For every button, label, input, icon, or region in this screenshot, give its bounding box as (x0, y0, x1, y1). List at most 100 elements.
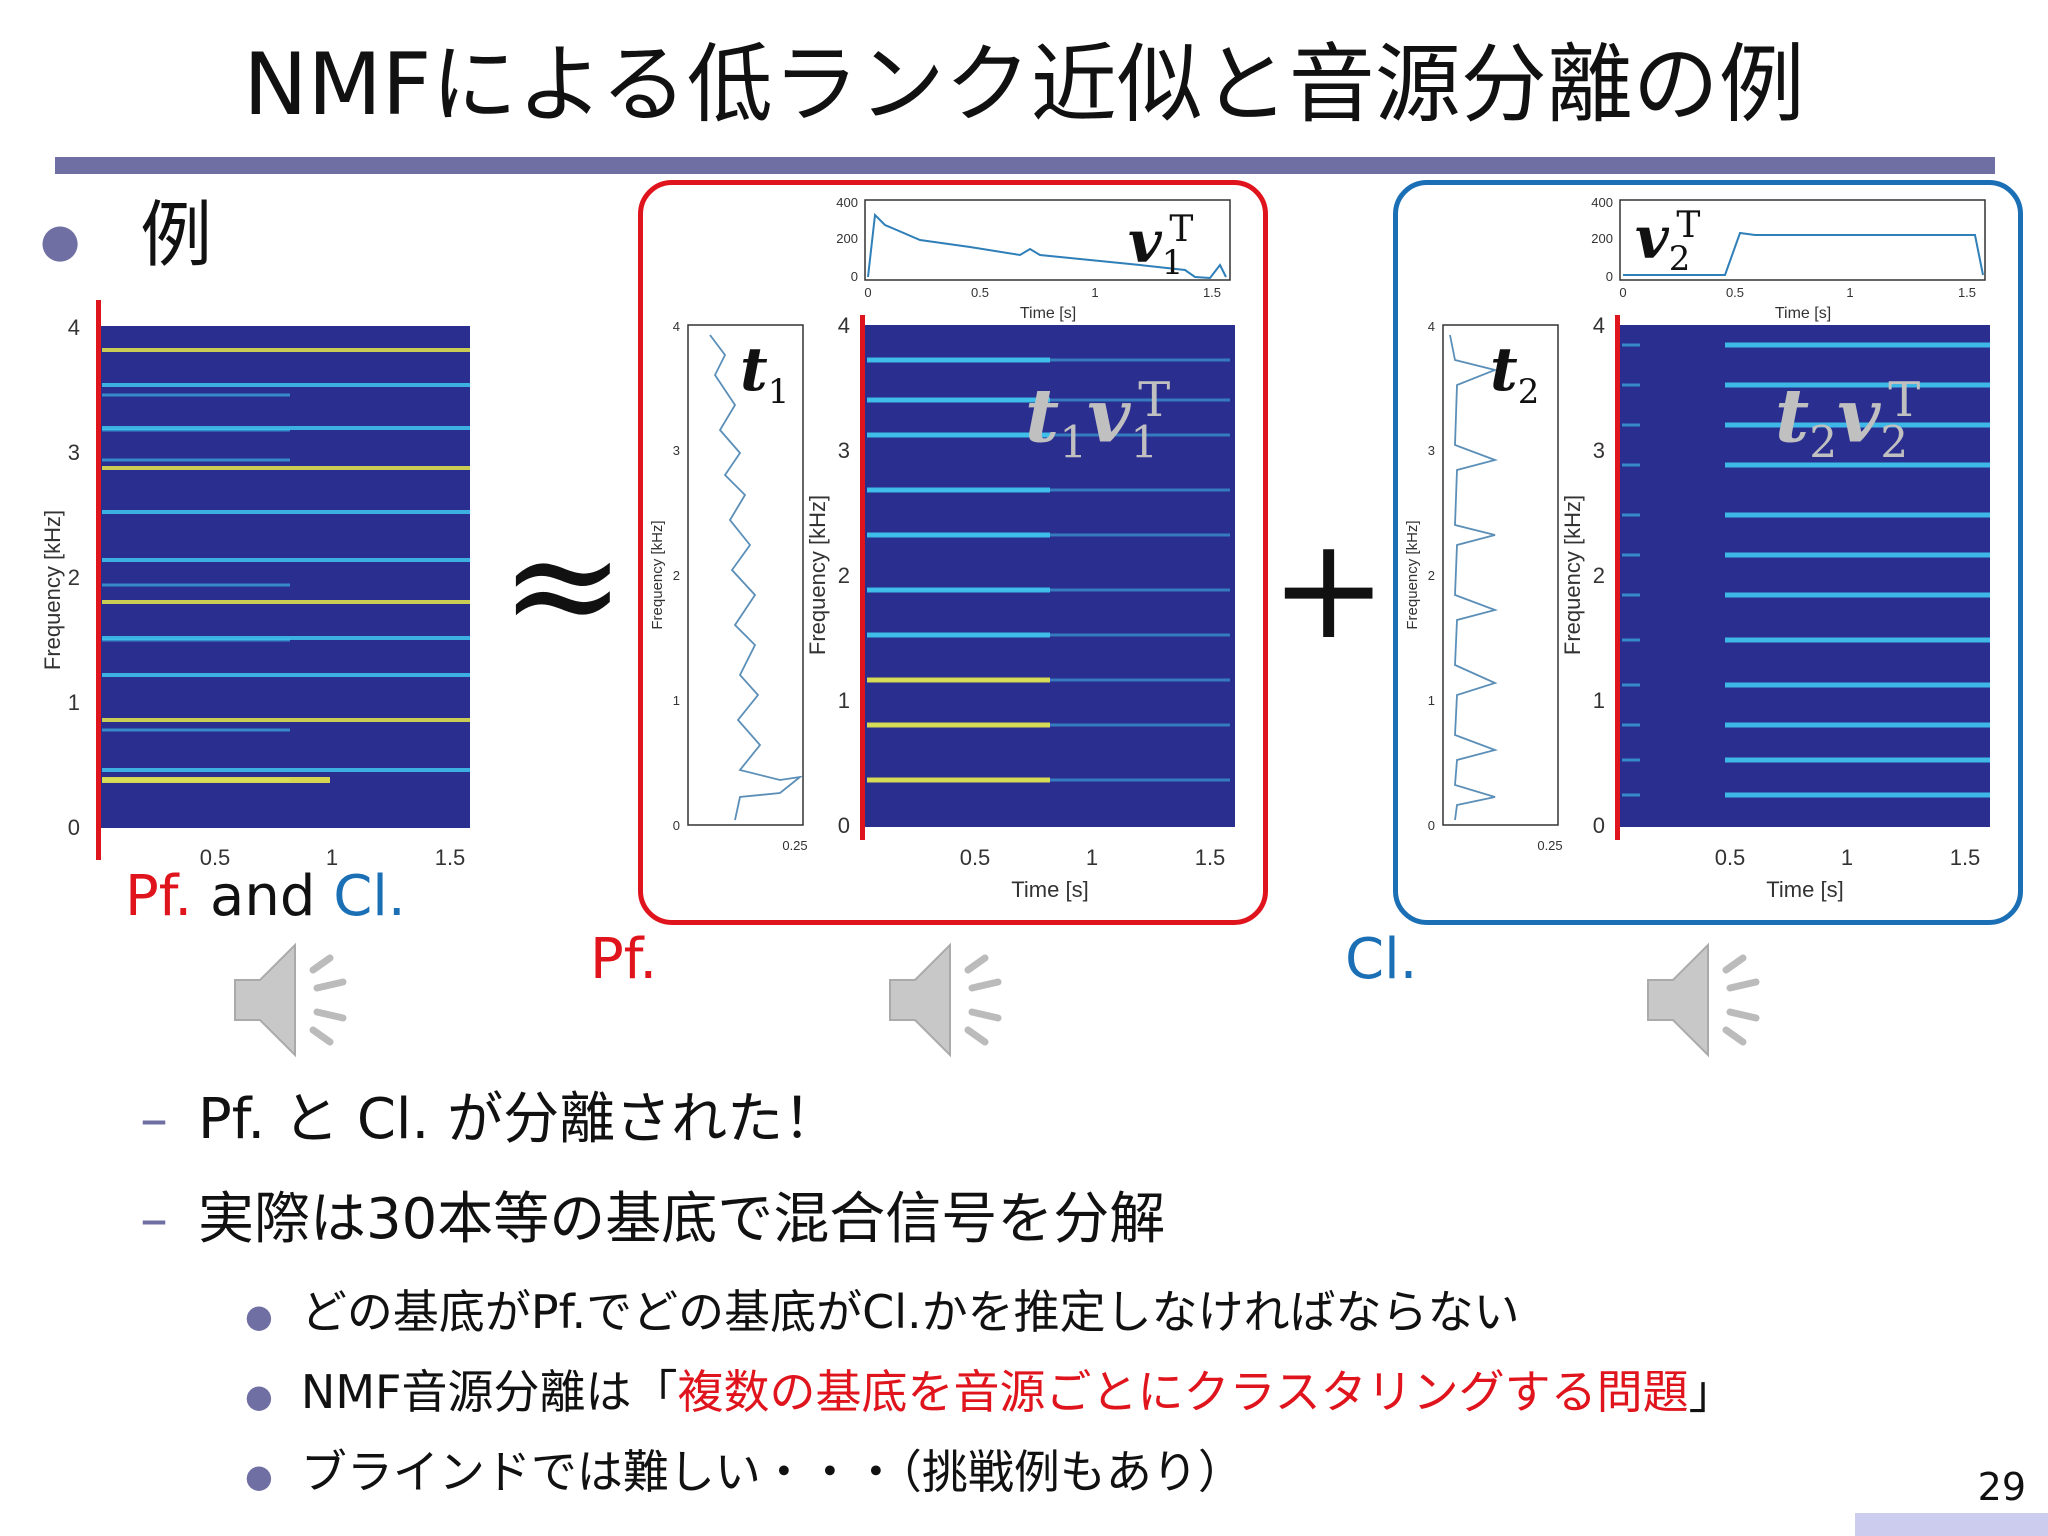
basis-ytick: 0 (673, 818, 680, 833)
basis-ytick: 2 (673, 568, 680, 583)
subsub-bullet-text: NMF音源分離は「 (300, 1365, 678, 1419)
harmonic-line (867, 357, 1050, 363)
subsub-bullet-text: 」 (1688, 1365, 1735, 1419)
mixture-yticks: 0 1 2 3 4 (68, 315, 80, 840)
plus-symbol: + (1270, 508, 1388, 671)
bullet-dot-icon: ● (40, 213, 81, 268)
cl-spec-xlabel: Time [s] (1766, 877, 1843, 902)
harmonic-line (1725, 682, 1990, 688)
cl-activation-axes (1619, 199, 1986, 281)
harmonic-line (867, 722, 1050, 728)
math-v: v (1087, 373, 1131, 460)
ytick: 3 (68, 440, 80, 465)
cl-basis-label: t2 (1490, 340, 1539, 422)
act-xtick: 0.5 (1726, 285, 1744, 300)
spec-ytick: 1 (838, 688, 850, 713)
act-ytick: 0 (851, 269, 858, 284)
basis-xtick: 0.25 (1537, 838, 1562, 853)
pf-basis-curve (709, 334, 804, 821)
harmonic-line (1622, 793, 1640, 797)
math-t: t (1025, 373, 1060, 460)
pf-activation-label: v1T (1128, 200, 1193, 293)
act-ytick: 0 (1606, 269, 1613, 284)
harmonic-line (867, 777, 1050, 783)
xtick: 0.5 (200, 845, 231, 870)
harmonic-line (102, 728, 290, 732)
math-sub: 2 (1668, 238, 1691, 279)
harmonic-line (102, 718, 470, 722)
basis-ylabel: Frequency [kHz] (1404, 520, 1421, 629)
math-v: v (1635, 203, 1669, 272)
harmonic-line (867, 632, 1050, 638)
harmonic-line (102, 777, 330, 783)
ytick: 0 (68, 815, 80, 840)
act-ytick: 400 (836, 195, 858, 210)
pf-spec-bg (865, 325, 1235, 827)
harmonic-line (1622, 343, 1640, 347)
spec-xtick: 0.5 (1715, 845, 1746, 870)
harmonic-line (102, 600, 470, 604)
spec-ytick: 0 (838, 813, 850, 838)
basis-ytick: 1 (673, 693, 680, 708)
harmonic-line (867, 532, 1050, 538)
math-t: t (1775, 373, 1810, 460)
basis-ylabel: Frequency [kHz] (649, 520, 666, 629)
harmonic-line (102, 636, 470, 640)
spec-xtick: 1.5 (1950, 845, 1981, 870)
harmonic-line (1622, 423, 1640, 427)
mixture-label-pf: Pf. (125, 864, 193, 929)
math-sup: T (1888, 372, 1921, 428)
harmonic-line (1725, 592, 1990, 598)
act-ytick: 200 (1591, 231, 1613, 246)
ytick: 2 (68, 565, 80, 590)
harmonic-line (102, 393, 290, 397)
pf-basis-axes (687, 324, 804, 826)
spec-ytick: 2 (1593, 563, 1605, 588)
main-bullet: ●例 (40, 190, 212, 285)
sub-bullet-text: 実際は30本等の基底で混合信号を分解 (198, 1187, 1166, 1252)
harmonic-line (867, 397, 1050, 403)
harmonic-line (867, 677, 1050, 683)
math-v: v (1128, 207, 1162, 276)
basis-ytick: 3 (673, 443, 680, 458)
math-t: t (740, 335, 768, 405)
bullet-dot-icon: ● (245, 1456, 273, 1495)
bullet-dot-icon: ● (245, 1376, 273, 1415)
basis-ytick: 4 (673, 319, 680, 334)
harmonic-line (867, 487, 1050, 493)
cl-product-label: t2v2T (1775, 360, 1920, 483)
ytick: 1 (68, 690, 80, 715)
harmonic-line (1725, 757, 1990, 763)
spec-ytick: 2 (838, 563, 850, 588)
speaker-icon[interactable] (225, 930, 365, 1070)
spec-xtick: 1.5 (1195, 845, 1226, 870)
basis-ytick: 2 (1428, 568, 1435, 583)
harmonic-line (102, 583, 290, 587)
cl-basis-axes (1442, 324, 1559, 826)
harmonic-line (1622, 593, 1640, 597)
harmonic-line (102, 768, 470, 772)
harmonic-line (102, 348, 470, 352)
harmonic-line (102, 428, 290, 432)
highlight-text: 複数の基底を音源ごとにクラスタリングする問題 (677, 1365, 1689, 1419)
act-xtick: 0 (1619, 285, 1626, 300)
math-sup: T (1676, 205, 1701, 246)
math-sub: 1 (1130, 417, 1159, 469)
spec-ytick: 4 (838, 313, 850, 338)
title-rule (55, 157, 1995, 174)
act-xtick: 1.5 (1958, 285, 1976, 300)
speaker-icon[interactable] (1638, 930, 1778, 1070)
dash-icon: – (140, 1087, 168, 1152)
mixture-label-and: and (192, 864, 334, 929)
harmonic-line (1725, 422, 1990, 428)
sub-bullet: –実際は30本等の基底で混合信号を分解 (140, 1185, 1165, 1255)
act-xtick: 1 (1091, 285, 1098, 300)
spec-ytick: 1 (1593, 688, 1605, 713)
sub-bullet-text: Pf. と Cl. が分離された！ (198, 1087, 840, 1152)
harmonic-line (102, 638, 290, 642)
subsub-bullet-text: どの基底がPf.でどの基底がCl.かを推定しなければならない (300, 1285, 1520, 1339)
speaker-icon[interactable] (880, 930, 1020, 1070)
cl-harmonics (1622, 342, 1990, 798)
cl-panel-figure: 400 200 0 0 0.5 1 1.5 Time [s] 0 1 2 3 4… (1404, 195, 1990, 902)
math-sup: T (1169, 209, 1194, 250)
